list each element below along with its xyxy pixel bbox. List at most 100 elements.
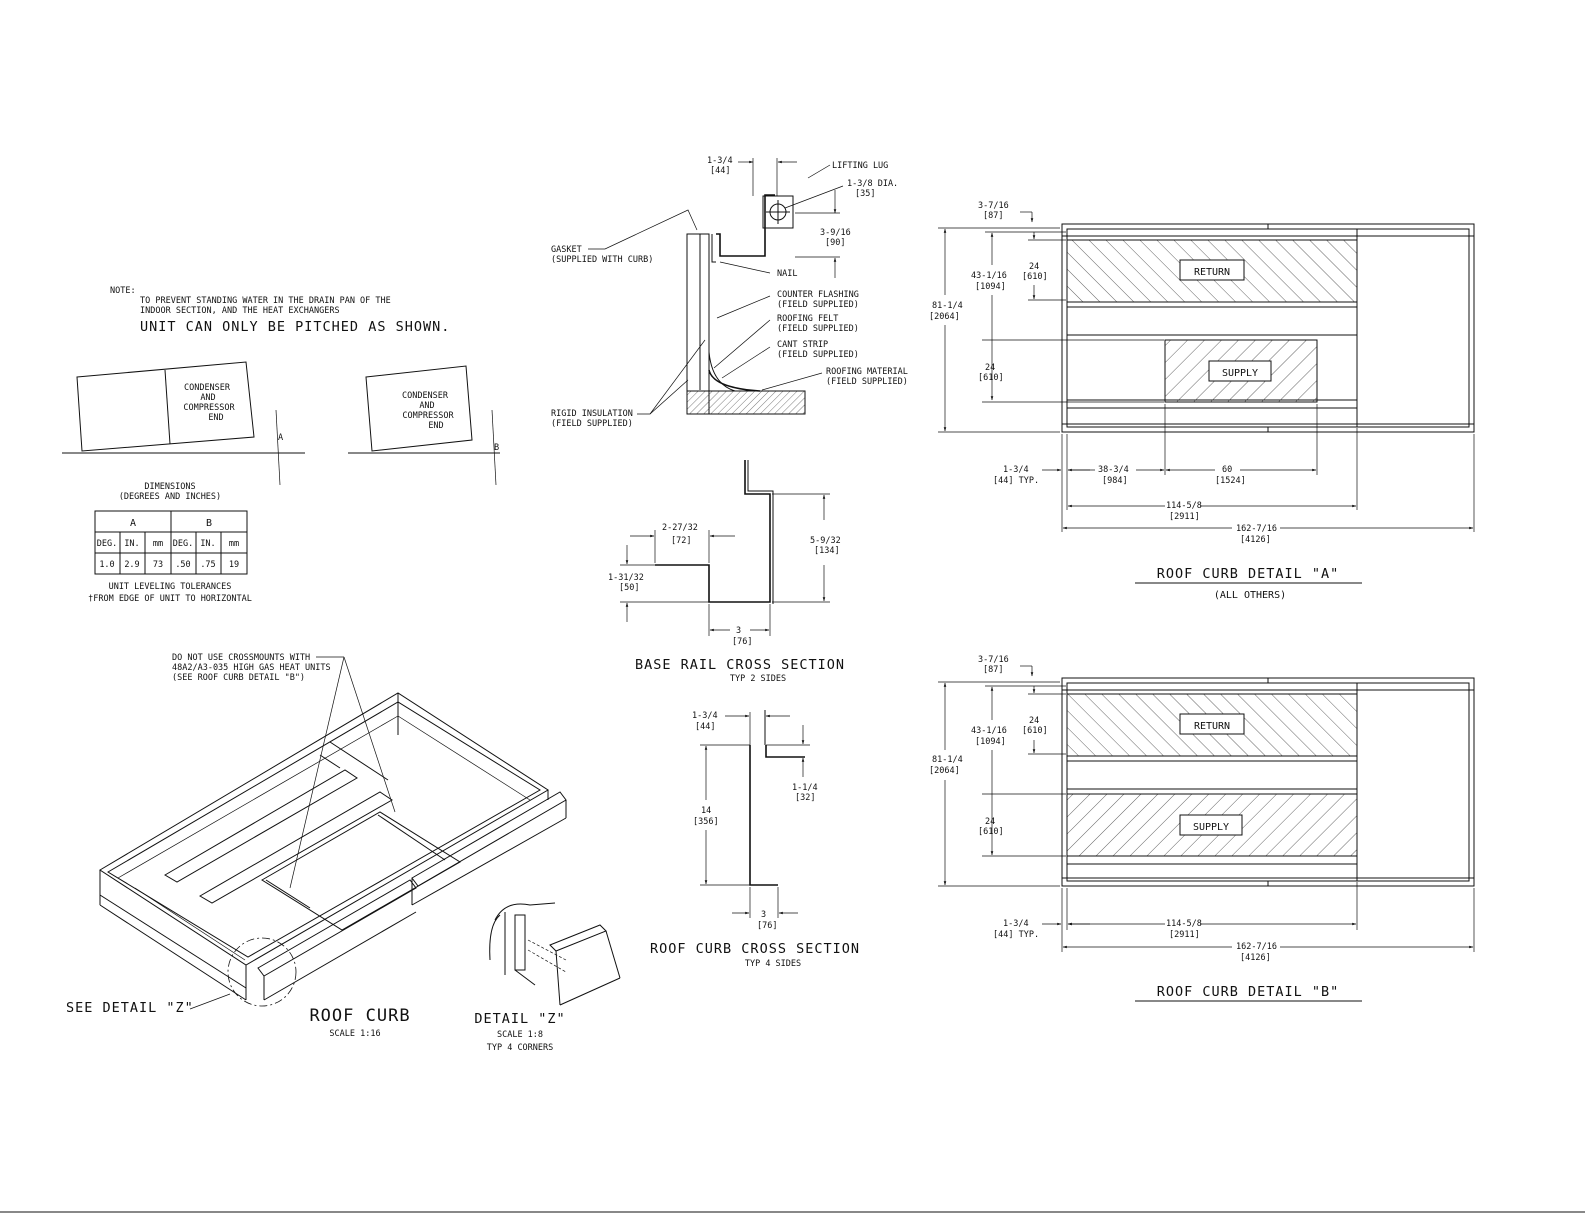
callout-roofing-material-note: (FIELD SUPPLIED) bbox=[826, 377, 908, 387]
table-cell: 2.9 bbox=[124, 560, 139, 570]
pitch-diagram-b: CONDENSER AND COMPRESSOR END B bbox=[348, 365, 500, 486]
detail-b-title: ROOF CURB DETAIL "B" bbox=[1157, 984, 1340, 1000]
note-line-1: TO PREVENT STANDING WATER IN THE DRAIN P… bbox=[140, 296, 391, 306]
callout-roofing-felt: ROOFING FELT bbox=[777, 314, 838, 324]
dim-label: [87] bbox=[983, 665, 1003, 675]
dim-label: 24 bbox=[1029, 716, 1039, 726]
table-caption-note: †FROM EDGE OF UNIT TO HORIZONTAL bbox=[88, 594, 252, 604]
dim-label: [87] bbox=[983, 211, 1003, 221]
dim-label: [610] bbox=[978, 373, 1004, 383]
isometric-roof-curb: DO NOT USE CROSSMOUNTS WITH 48A2/A3-035 … bbox=[66, 653, 567, 1039]
dim-label: 81-1/4 bbox=[932, 301, 963, 311]
dim-label: 3-7/16 bbox=[978, 201, 1009, 211]
dim-label: 43-1/16 bbox=[971, 271, 1007, 281]
dim-label: 114-5/8 bbox=[1166, 501, 1202, 511]
dim-label: 1-3/4 bbox=[707, 156, 733, 166]
table-title: DIMENSIONS bbox=[144, 482, 195, 492]
dim-label: 3-7/16 bbox=[978, 655, 1009, 665]
callout-cant-strip-note: (FIELD SUPPLIED) bbox=[777, 350, 859, 360]
see-detail-label: SEE DETAIL "Z" bbox=[66, 1000, 194, 1016]
dim-label: [4126] bbox=[1240, 953, 1271, 963]
pitch-label: COMPRESSOR bbox=[402, 411, 454, 421]
dim-label: [76] bbox=[757, 921, 777, 931]
table-header-cell: DEG. bbox=[97, 539, 117, 549]
dim-label: 1-3/4 bbox=[1003, 465, 1029, 475]
table-cell: .50 bbox=[175, 560, 190, 570]
table-header-cell: IN. bbox=[124, 539, 139, 549]
callout-gasket: GASKET bbox=[551, 245, 582, 255]
dim-label: [356] bbox=[693, 817, 719, 827]
table-group-b: B bbox=[206, 518, 212, 529]
note-label: NOTE: bbox=[110, 286, 136, 296]
callout-nail: NAIL bbox=[777, 269, 797, 279]
return-label: RETURN bbox=[1194, 721, 1230, 732]
table-header-cell: mm bbox=[153, 539, 163, 549]
table-subtitle: (DEGREES AND INCHES) bbox=[119, 492, 221, 502]
dim-label: 114-5/8 bbox=[1166, 919, 1202, 929]
roof-curb-detail-b: RETURN SUPPLY 3-7/16 [87] 81-1/4 [2064] … bbox=[929, 655, 1475, 1002]
dim-label: 81-1/4 bbox=[932, 755, 963, 765]
callout-rigid-insulation-note: (FIELD SUPPLIED) bbox=[551, 419, 633, 429]
pitch-label: AND bbox=[419, 401, 434, 411]
callout-roofing-material: ROOFING MATERIAL bbox=[826, 367, 908, 377]
dim-label: [984] bbox=[1102, 476, 1128, 486]
dim-label: 3 bbox=[736, 626, 741, 636]
curb-section-subtitle: TYP 4 SIDES bbox=[745, 959, 801, 969]
dim-label: 24 bbox=[985, 363, 995, 373]
dim-label: [44] TYP. bbox=[993, 476, 1039, 486]
curb-section-title: ROOF CURB CROSS SECTION bbox=[650, 941, 860, 957]
crossmount-warning: 48A2/A3-035 HIGH GAS HEAT UNITS bbox=[172, 663, 331, 673]
table-cell: 19 bbox=[229, 560, 239, 570]
crossmount-warning: DO NOT USE CROSSMOUNTS WITH bbox=[172, 653, 310, 663]
note-line-2: INDOOR SECTION, AND THE HEAT EXCHANGERS bbox=[140, 306, 340, 316]
callout-dia: 1-3/8 DIA. bbox=[847, 179, 898, 189]
dim-label: [50] bbox=[619, 583, 639, 593]
roof-curb-scale: SCALE 1:16 bbox=[329, 1029, 380, 1039]
detail-a-subtitle: (ALL OTHERS) bbox=[1214, 590, 1286, 601]
table-cell: 1.0 bbox=[99, 560, 114, 570]
return-label: RETURN bbox=[1194, 267, 1230, 278]
dim-label: 1-3/4 bbox=[692, 711, 718, 721]
callout-counter-flashing: COUNTER FLASHING bbox=[777, 290, 859, 300]
dim-label: 3-9/16 bbox=[820, 228, 851, 238]
dim-label: [1524] bbox=[1215, 476, 1246, 486]
callout-lifting-lug: LIFTING LUG bbox=[832, 161, 888, 171]
dim-b-label: B bbox=[494, 443, 499, 453]
dim-label: [2064] bbox=[929, 766, 960, 776]
dim-label: 60 bbox=[1222, 465, 1232, 475]
dim-label: 24 bbox=[985, 817, 995, 827]
dim-label: [610] bbox=[978, 827, 1004, 837]
table-header-cell: DEG. bbox=[173, 539, 193, 549]
table-cell: 73 bbox=[153, 560, 163, 570]
callout-cant-strip: CANT STRIP bbox=[777, 340, 828, 350]
pitch-diagram-a: CONDENSER AND COMPRESSOR END A bbox=[62, 361, 305, 486]
dim-label: [4126] bbox=[1240, 535, 1271, 545]
note-line-3: UNIT CAN ONLY BE PITCHED AS SHOWN. bbox=[140, 319, 450, 335]
detail-z-scale: SCALE 1:8 bbox=[497, 1030, 543, 1040]
dim-label: [610] bbox=[1022, 272, 1048, 282]
table-caption: UNIT LEVELING TOLERANCES bbox=[109, 582, 232, 592]
roof-curb-cross-section: 1-3/4 [44] 1-1/4 [32] 14 [356] 3 [76] RO… bbox=[650, 710, 860, 969]
callout-dia-mm: [35] bbox=[855, 189, 875, 199]
detail-z-title: DETAIL "Z" bbox=[474, 1011, 565, 1027]
dim-label: [44] bbox=[695, 722, 715, 732]
table-header-cell: IN. bbox=[200, 539, 215, 549]
pitch-note: NOTE: TO PREVENT STANDING WATER IN THE D… bbox=[110, 286, 450, 335]
dim-label: 14 bbox=[701, 806, 711, 816]
dim-label: [1094] bbox=[975, 282, 1006, 292]
roof-curb-detail-a: RETURN SUPPLY 3-7/16 [87] 81-1/4 [2064] … bbox=[929, 201, 1475, 601]
dim-label: 2-27/32 bbox=[662, 523, 698, 533]
pitch-label: COMPRESSOR bbox=[183, 403, 235, 413]
dim-label: [44] TYP. bbox=[993, 930, 1039, 940]
supply-label: SUPPLY bbox=[1193, 822, 1229, 833]
detail-z: DETAIL "Z" SCALE 1:8 TYP 4 CORNERS bbox=[474, 902, 621, 1053]
dim-label: 162-7/16 bbox=[1236, 524, 1277, 534]
base-rail-title: BASE RAIL CROSS SECTION bbox=[635, 657, 845, 673]
detail-z-subtitle: TYP 4 CORNERS bbox=[487, 1043, 554, 1053]
dim-label: [76] bbox=[732, 637, 752, 647]
tolerance-table: DIMENSIONS (DEGREES AND INCHES) A B DEG.… bbox=[88, 482, 252, 604]
dim-label: [44] bbox=[710, 166, 730, 176]
